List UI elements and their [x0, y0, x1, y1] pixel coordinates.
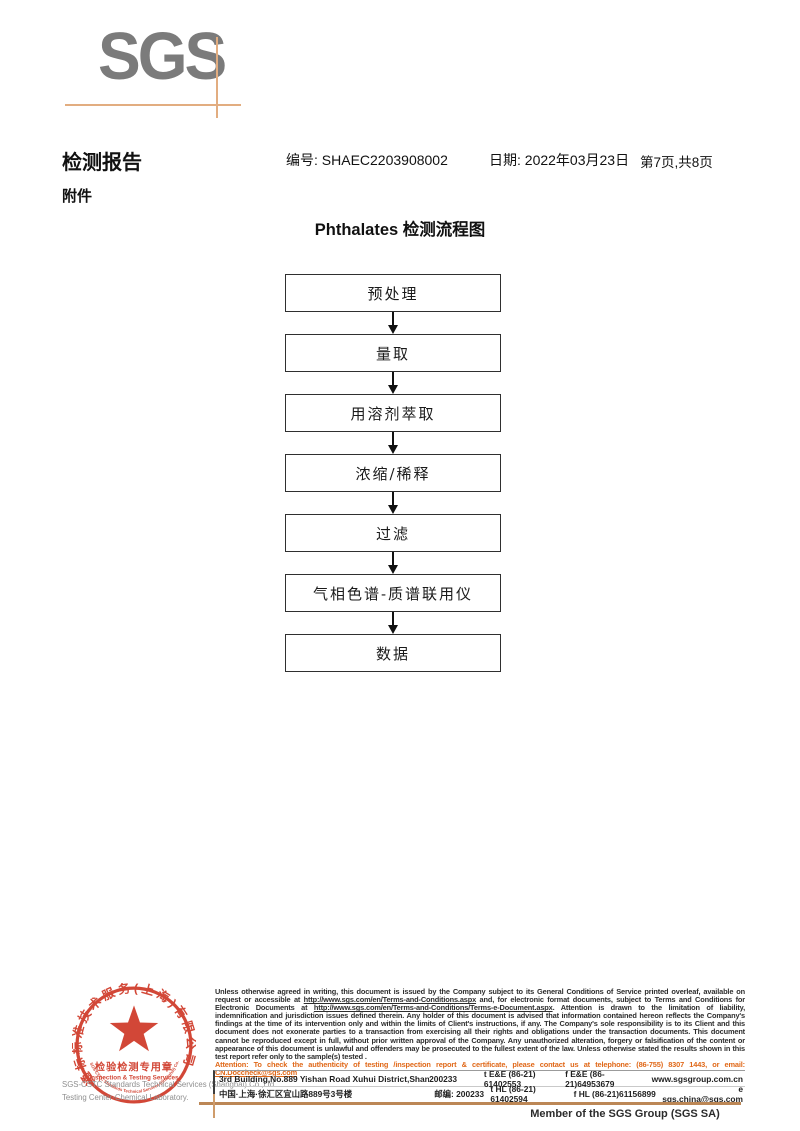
flow-step-pretreatment: 预处理	[285, 274, 501, 312]
flow-step-concentrate-dilute: 浓缩/稀释	[285, 454, 501, 492]
arrow-down-icon	[388, 372, 398, 394]
flow-step-solvent-extraction: 用溶剂萃取	[285, 394, 501, 432]
flow-step-measure: 量取	[285, 334, 501, 372]
e-document-terms-url: http://www.sgs.com/en/Terms-and-Conditio…	[313, 1003, 553, 1013]
arrow-down-icon	[388, 312, 398, 334]
lab-name-block: SGS-CSTC Standards Technical Services (S…	[62, 1078, 276, 1104]
page-indicator: 第7页,共8页	[640, 155, 713, 170]
logo-vertical-rule	[216, 37, 218, 118]
arrow-down-icon	[388, 552, 398, 574]
disclaimer-text: Unless otherwise agreed in writing, this…	[215, 987, 745, 1005]
sgs-member-footer: Member of the SGS Group (SGS SA)	[530, 1108, 720, 1120]
address-block: 3rd Building,No.889 Yishan Road Xuhui Di…	[213, 1068, 745, 1104]
attention-notice: Attention: To check the authenticity of …	[215, 1059, 745, 1069]
address-row-en: 3rd Building,No.889 Yishan Road Xuhui Di…	[215, 1068, 745, 1089]
stamp-center-subtext: Inspection & Testing Services	[89, 1075, 179, 1082]
report-title: 检测报告	[62, 152, 142, 174]
flow-step-filter: 过滤	[285, 514, 501, 552]
website-url: www.sgsgroup.com.cn	[651, 1073, 743, 1084]
attachment-label: 附件	[62, 188, 93, 205]
fax-en: f E&E (86-21)64953679	[565, 1068, 615, 1089]
arrow-down-icon	[388, 612, 398, 634]
sgs-logo: SGS	[98, 18, 227, 94]
logo-horizontal-rule	[65, 104, 241, 106]
flow-step-data: 数据	[285, 634, 501, 672]
lab-name-line1: SGS-CSTC Standards Technical Services (S…	[62, 1080, 277, 1089]
footer-vertical-rule	[213, 1094, 215, 1118]
legal-disclaimer: Unless otherwise agreed in writing, this…	[215, 987, 745, 1077]
flowchart-title: Phthalates 检测流程图	[314, 221, 486, 239]
star-icon	[109, 1005, 159, 1052]
flowchart: 预处理 量取 用溶剂萃取 浓缩/稀释 过滤 气相色谱-质谱联用仪 数据	[285, 274, 501, 672]
arrow-down-icon	[388, 492, 398, 514]
report-number: 编号: SHAEC2203908002	[286, 152, 448, 168]
address-en: 3rd Building,No.889 Yishan Road Xuhui Di…	[219, 1073, 430, 1084]
lab-name-line2: Testing Center-Chemical Laboratory.	[62, 1093, 189, 1102]
terms-url: http://www.sgs.com/en/Terms-and-Conditio…	[303, 995, 477, 1005]
report-date: 日期: 2022年03月23日	[489, 152, 630, 168]
doccheck-email: CN.Doccheck@sgs.com	[215, 1067, 297, 1077]
footer-horizontal-rule	[199, 1102, 741, 1105]
telephone-en: t E&E (86-21) 61402553	[483, 1068, 536, 1089]
postcode-en: 200233	[429, 1073, 458, 1084]
telephone-cn: t HL (86-21) 61402594	[490, 1084, 536, 1104]
address-row-cn: 中国·上海·徐汇区宜山路889号3号楼 邮编: 200233 t HL (86-…	[215, 1084, 745, 1104]
stamp-center-text: 检验检测专用章	[95, 1060, 173, 1073]
fax-cn: f HL (86-21)61156899	[573, 1089, 656, 1099]
disclaimer-text: . Attention is drawn to the limitation o…	[215, 1003, 745, 1061]
arrow-down-icon	[388, 432, 398, 454]
flow-step-gcms: 气相色谱-质谱联用仪	[285, 574, 501, 612]
postcode-cn: 邮编: 200233	[434, 1089, 485, 1099]
disclaimer-text: and, for electronic format documents, su…	[215, 995, 745, 1013]
address-cn: 中国·上海·徐汇区宜山路889号3号楼	[219, 1089, 353, 1099]
contact-email: e sgs.china@sgs.com	[662, 1084, 743, 1104]
company-seal-stamp: 通标标准技术服务(上海)有限公司 检验检测专用章 Inspection & Te…	[72, 983, 195, 1104]
